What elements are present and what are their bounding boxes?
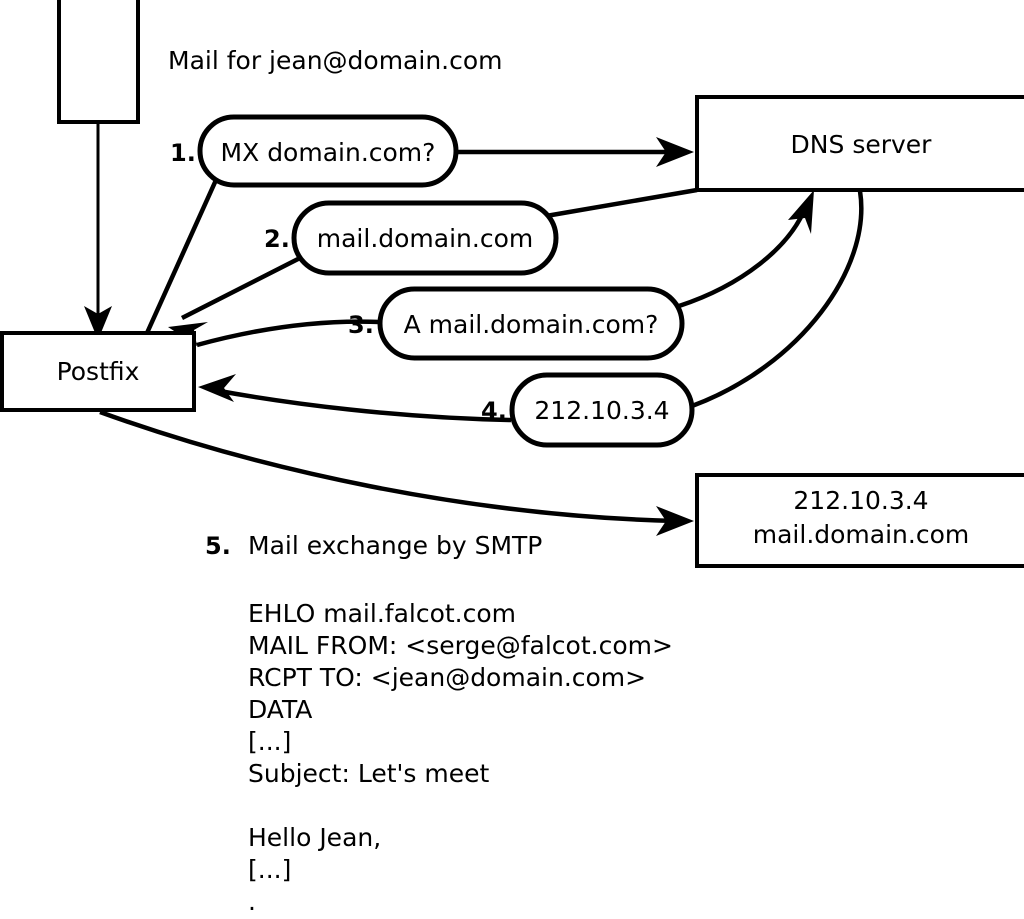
step-5-label: Mail exchange by SMTP	[248, 531, 542, 560]
connector-dns-to-step4	[691, 190, 864, 409]
arrowhead-step1-to-dns	[656, 137, 694, 167]
client-box	[57, 0, 140, 124]
arrowhead-step4-to-postfix	[198, 374, 236, 402]
connector-step2-to-postfix	[180, 255, 302, 321]
step-2-pill	[291, 200, 559, 276]
smtp-line-3: DATA	[248, 695, 312, 724]
postfix-box	[0, 331, 196, 412]
connector-step3-to-dns	[678, 205, 809, 309]
connector-postfix-to-mailserver	[99, 409, 677, 524]
connector-postfix-to-step3	[196, 319, 381, 348]
arrowhead-step3-to-dns	[788, 190, 814, 234]
smtp-line-9: .	[248, 887, 256, 916]
step-1-number: 1.	[170, 139, 196, 167]
step-4-number: 4.	[481, 397, 507, 425]
step-2-label: mail.domain.com	[317, 224, 533, 253]
connector-dns-to-step2	[545, 187, 698, 219]
step-3-pill	[377, 286, 685, 361]
connector-step4-to-postfix	[213, 387, 512, 423]
step-2-number: 2.	[264, 225, 290, 253]
step-4-label: 212.10.3.4	[534, 396, 669, 425]
smtp-line-7: Hello Jean,	[248, 823, 381, 852]
smtp-line-0: EHLO mail.falcot.com	[248, 599, 516, 628]
smtp-line-1: MAIL FROM: <serge@falcot.com>	[248, 631, 673, 660]
smtp-line-4: [...]	[248, 727, 291, 756]
smtp-line-5: Subject: Let's meet	[248, 759, 489, 788]
step-3-number: 3.	[348, 311, 374, 339]
mail-server-host-label: mail.domain.com	[753, 520, 969, 549]
dns-server-label: DNS server	[791, 130, 933, 159]
dns-server-box	[695, 95, 1024, 192]
connector-postfix-to-step1	[144, 179, 219, 334]
step-4-pill	[509, 372, 695, 448]
mail-server-ip-label: 212.10.3.4	[793, 486, 928, 515]
step-1-pill	[197, 114, 459, 188]
mail-server-box	[695, 473, 1024, 568]
step-1-label: MX domain.com?	[221, 138, 436, 167]
smtp-line-2: RCPT TO: <jean@domain.com>	[248, 663, 646, 692]
smtp-line-8: [...]	[248, 855, 291, 884]
arrowhead-client-to-postfix	[84, 306, 112, 340]
arrowhead-postfix-to-mailserver	[656, 506, 694, 536]
step-5-number: 5.	[205, 532, 231, 560]
step-3-label: A mail.domain.com?	[404, 310, 659, 339]
mail-for-note: Mail for jean@domain.com	[168, 46, 503, 75]
postfix-label: Postfix	[57, 357, 140, 386]
